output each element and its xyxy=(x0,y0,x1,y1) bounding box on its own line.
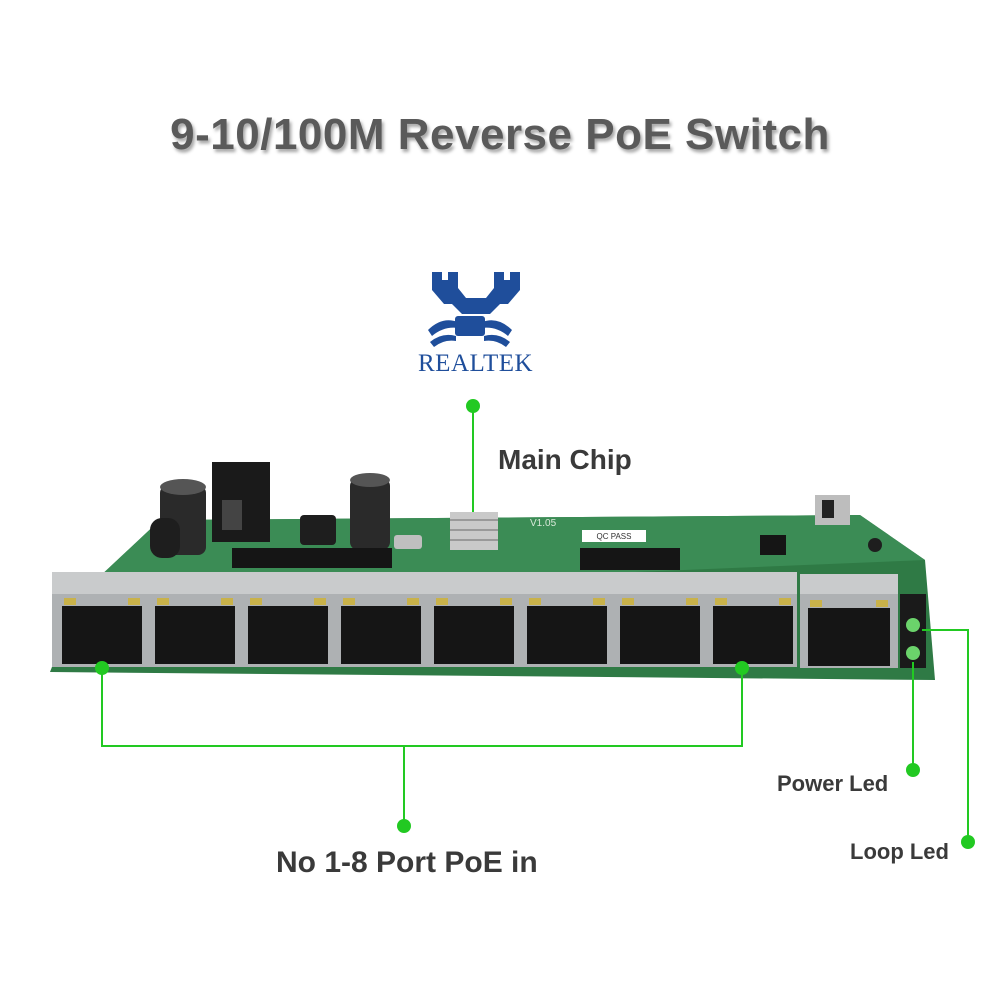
power-led-icon xyxy=(906,646,920,660)
callout-dots xyxy=(95,399,975,849)
rj45-port-6 xyxy=(527,606,607,664)
port-led-indicators xyxy=(64,598,888,607)
inductor xyxy=(300,515,336,545)
version-label: V1.05 xyxy=(530,518,557,529)
qc-label: QC PASS xyxy=(597,532,632,541)
callout-lines xyxy=(101,406,969,842)
loop-led-icon xyxy=(906,618,920,632)
rj45-port-4 xyxy=(341,606,421,664)
main-chip-label: Main Chip xyxy=(498,444,632,475)
mounting-hole xyxy=(868,538,882,552)
rj45-port-3 xyxy=(248,606,328,664)
qc-sticker xyxy=(582,530,646,542)
loop-led-label: Loop Led xyxy=(850,839,949,864)
rj45-port-7 xyxy=(620,606,700,664)
rj45-port-1 xyxy=(62,606,142,664)
transformer-chip-left xyxy=(232,548,392,568)
rj45-port-5 xyxy=(434,606,514,664)
rj45-port-2 xyxy=(155,606,235,664)
transformer-chip-right xyxy=(580,548,680,570)
dc-power-jack xyxy=(212,462,270,542)
crystal xyxy=(394,535,422,549)
realtek-logo-text: REALTEK xyxy=(418,350,534,377)
rj45-port-8 xyxy=(713,606,793,664)
small-chip xyxy=(760,535,786,555)
rj45-port-uplink xyxy=(808,608,890,666)
transistor xyxy=(150,518,180,558)
main-chip-heatsink xyxy=(450,512,498,550)
ports-label: No 1-8 Port PoE in xyxy=(276,846,538,879)
realtek-logo-icon xyxy=(428,272,520,347)
power-led-label: Power Led xyxy=(777,771,889,796)
rj45-ports xyxy=(62,606,890,666)
page-title: 9-10/100M Reverse PoE Switch xyxy=(170,110,830,159)
capacitor-right xyxy=(350,473,390,550)
